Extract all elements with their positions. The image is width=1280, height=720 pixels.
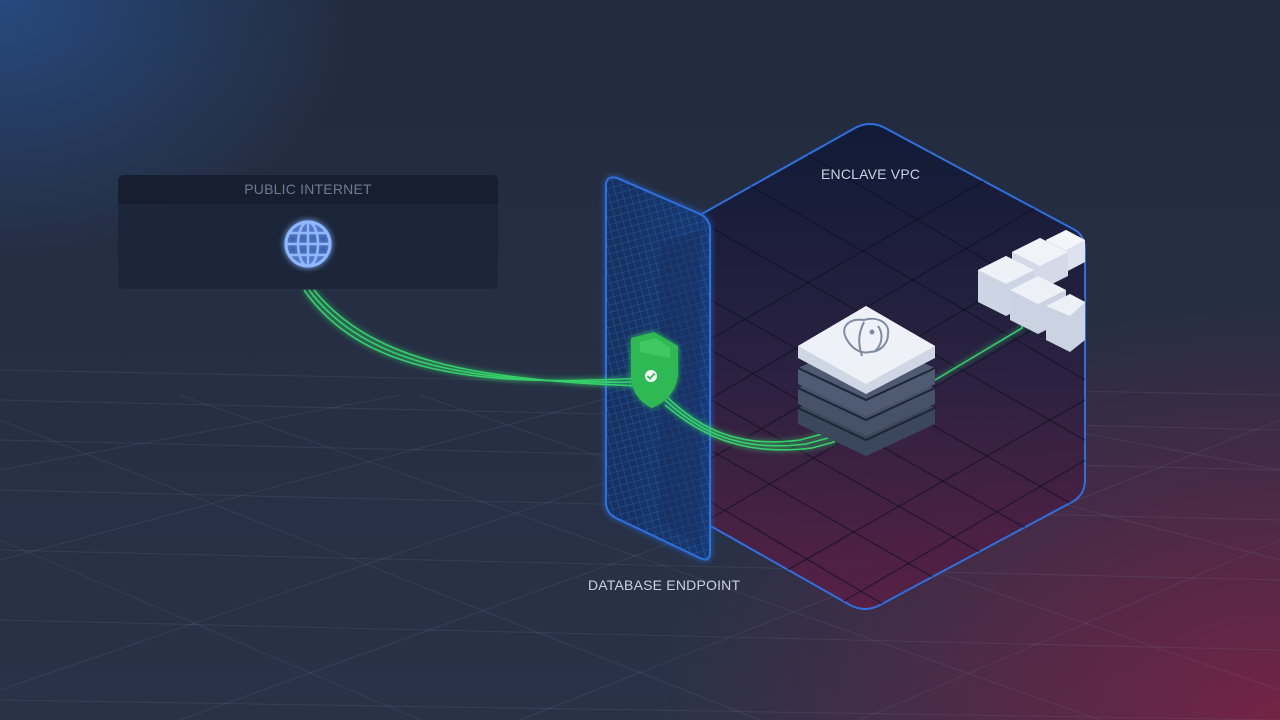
endpoint-to-database-line	[664, 370, 835, 451]
server-cube	[1046, 294, 1085, 352]
enclave-vpc-label: ENCLAVE VPC	[821, 166, 921, 182]
postgresql-elephant-icon	[843, 317, 890, 357]
globe-icon	[284, 220, 332, 268]
public-internet-title: PUBLIC INTERNET	[118, 175, 498, 204]
database-endpoint-label: DATABASE ENDPOINT	[588, 577, 741, 593]
public-internet-panel: PUBLIC INTERNET	[118, 175, 498, 289]
database-stack	[797, 306, 936, 456]
shield-check-icon	[631, 332, 678, 408]
server-cluster	[978, 230, 1085, 352]
public-internet-body	[284, 220, 332, 268]
internet-connection-line	[303, 289, 641, 387]
